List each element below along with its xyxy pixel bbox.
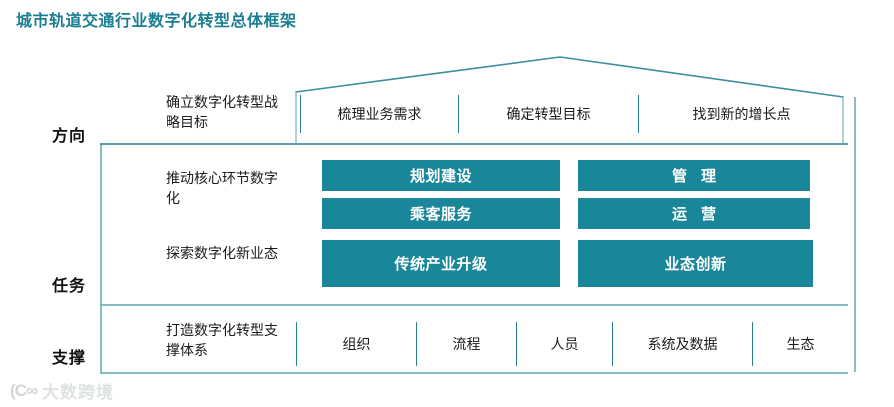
frame-wall-right [854,97,856,372]
tier-rule-direction [100,143,848,145]
watermark-logo-icon: (C∞ [10,381,38,400]
support-cell-3[interactable]: 系统及数据 [612,322,752,366]
task-block-management[interactable]: 管理 [578,160,810,191]
description-new-business: 探索数字化新业态 [166,245,278,261]
task-block-operation[interactable]: 运营 [578,198,810,229]
description-support-system: 打造数字化转型支撑体系 [166,322,278,358]
watermark: (C∞ 大数跨境 [10,378,114,403]
direction-cell-2[interactable]: 找到新的增长点 [638,95,844,133]
task-block-planning[interactable]: 规划建设 [322,160,560,191]
task-block-traditional-upgrade[interactable]: 传统产业升级 [322,240,560,287]
watermark-text: 大数跨境 [42,383,115,402]
support-cell-2[interactable]: 人员 [516,322,612,366]
tier-label-task: 任务 [52,278,87,295]
task-block-business-innovation[interactable]: 业态创新 [578,240,813,287]
description-core-digitization: 推动核心环节数字化 [166,170,278,206]
support-cell-4[interactable]: 生态 [752,322,848,366]
tier-rule-bottom [100,372,848,374]
support-cell-0[interactable]: 组织 [296,322,416,366]
tier-label-support: 支撑 [52,350,87,367]
direction-cell-0[interactable]: 梳理业务需求 [300,95,458,133]
page-title: 城市轨道交通行业数字化转型总体框架 [16,13,297,30]
task-block-passenger-service[interactable]: 乘客服务 [322,198,560,229]
tier-label-direction: 方向 [52,128,87,145]
tier-rule-task [100,304,848,306]
support-cell-1[interactable]: 流程 [416,322,516,366]
direction-cell-1[interactable]: 确定转型目标 [458,95,638,133]
description-direction: 确立数字化转型战略目标 [166,94,278,130]
frame-wall-left [100,143,102,372]
